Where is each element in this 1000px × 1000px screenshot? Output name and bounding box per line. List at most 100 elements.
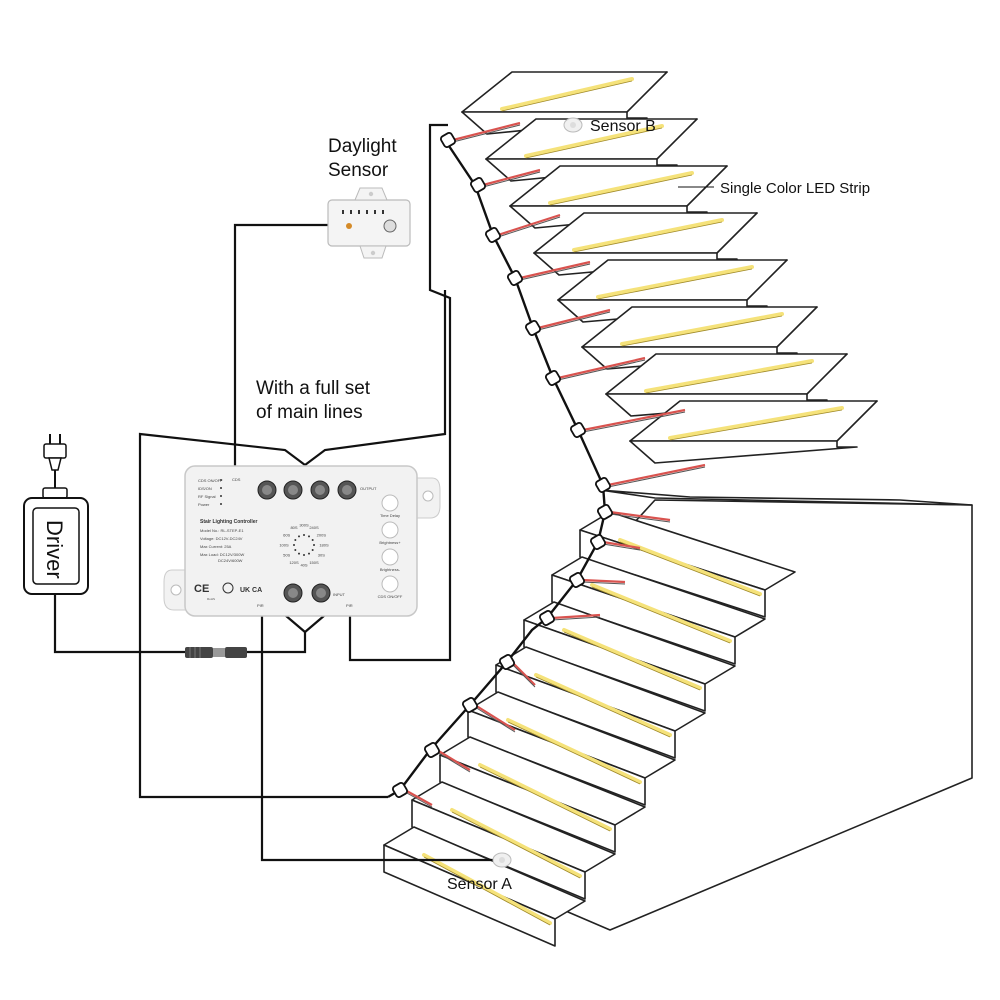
black-wire [511, 663, 536, 688]
led-strip [506, 718, 642, 784]
step-connectors [392, 121, 706, 808]
led-strip [500, 77, 634, 111]
stair-riser [629, 440, 858, 464]
main-line-bottom [284, 614, 326, 634]
black-wire [582, 411, 686, 433]
dial-dot [308, 552, 310, 555]
led-strip-edge [549, 174, 693, 206]
step-connector[interactable] [485, 227, 501, 243]
black-wire [602, 543, 641, 551]
dial-value: 180S [319, 543, 329, 548]
led-strip [668, 406, 844, 440]
indicator-cds: CDS ON/OFF [198, 478, 223, 483]
output-port-label: OUTPUT [360, 486, 377, 491]
led-strip-edge [669, 409, 843, 441]
time-delay-dial: 300S240S200S180S30S150S40S120S50S100S60S… [279, 523, 329, 568]
step-connector[interactable] [545, 370, 561, 386]
dial-value: 100S [279, 543, 289, 548]
dial-dot [293, 544, 295, 546]
step-connector[interactable] [525, 320, 541, 336]
controller-max-load-2: DC24V/600W [218, 558, 243, 563]
led-strip-edge [573, 221, 723, 253]
dial-value: 120S [289, 560, 299, 565]
led-strip [450, 808, 582, 878]
step-chain [387, 139, 607, 799]
sensor-a [492, 852, 512, 868]
dial-dot [303, 554, 305, 556]
driver-line [53, 590, 185, 654]
controller-button[interactable] [381, 575, 399, 593]
black-wire [452, 124, 521, 143]
daylight-sensor-dial[interactable] [383, 219, 397, 233]
dial-dot [308, 535, 310, 538]
indicator-power: Power [198, 502, 210, 507]
red-wire [609, 510, 671, 522]
dial-value: 60S [283, 533, 290, 538]
led-strip [534, 673, 672, 737]
step-connector[interactable] [499, 654, 515, 670]
stair-lighting-controller: CDS ON/OFF IDS/ON RF Signal Power CDS OU… [163, 465, 441, 617]
led-strip [548, 171, 694, 205]
led-strip-label: Single Color LED Strip [720, 180, 870, 197]
landing [599, 489, 973, 506]
red-wire [404, 789, 433, 806]
led-strip-edge [535, 676, 671, 738]
led-strip-edge [563, 631, 701, 691]
step-connector[interactable] [470, 177, 486, 193]
red-wire [497, 213, 561, 237]
main-line-top [138, 432, 388, 799]
dial-dot [313, 544, 315, 546]
controller-body [184, 465, 418, 617]
controller-button-label: CDS ON/OFF [378, 594, 403, 599]
red-wire [557, 356, 646, 380]
led-strip-edge [591, 586, 731, 644]
rohs-icon [222, 582, 234, 594]
step-connector[interactable] [462, 697, 478, 713]
step-connector[interactable] [595, 477, 611, 493]
step-connector[interactable] [539, 610, 555, 626]
step-connector[interactable] [597, 504, 613, 520]
output-terminal-screw [262, 485, 272, 495]
wires [53, 123, 607, 862]
black-wire [497, 216, 561, 238]
led-strip-edge [621, 315, 783, 347]
upper-flight [461, 71, 878, 464]
controller-button[interactable] [381, 521, 399, 539]
stair-step-top [461, 71, 668, 113]
controller-button[interactable] [381, 494, 399, 512]
step-connector[interactable] [590, 534, 606, 550]
controller-button[interactable] [381, 548, 399, 566]
sensor-b-label: Sensor B [590, 118, 656, 135]
dial-dot [303, 534, 305, 536]
controller-model: Model No.: RL-STEP-E1 [200, 528, 244, 533]
controller-title: Stair Lighting Controller [200, 519, 258, 525]
sensor-a-line [260, 605, 495, 862]
step-connector[interactable] [392, 782, 408, 798]
cds-port-label: CDS [232, 477, 241, 482]
led-strip [590, 583, 732, 643]
dial-value: 30S [318, 553, 325, 558]
output-terminals [257, 480, 357, 500]
dial-value: 40S [300, 563, 307, 568]
driver-label: Driver [42, 520, 67, 579]
step-connector[interactable] [570, 422, 586, 438]
dial-value: 200S [317, 533, 327, 538]
step-connector[interactable] [507, 270, 523, 286]
led-strip-edge [423, 856, 551, 926]
step-connector[interactable] [424, 742, 440, 758]
black-wire [609, 513, 671, 523]
led-strip [562, 628, 702, 690]
pir-label-right: PIR [346, 603, 353, 608]
led-strip-edge [501, 80, 633, 112]
step-connector[interactable] [569, 572, 585, 588]
red-wire [582, 408, 686, 432]
dial-value: 150S [309, 560, 319, 565]
input-port-label: INPUT [333, 592, 346, 597]
black-wire [607, 466, 706, 488]
red-wire [607, 463, 706, 487]
led-strip [478, 763, 612, 831]
daylight-sensor-label-line2: Sensor [328, 160, 389, 181]
step-connector[interactable] [440, 132, 456, 148]
